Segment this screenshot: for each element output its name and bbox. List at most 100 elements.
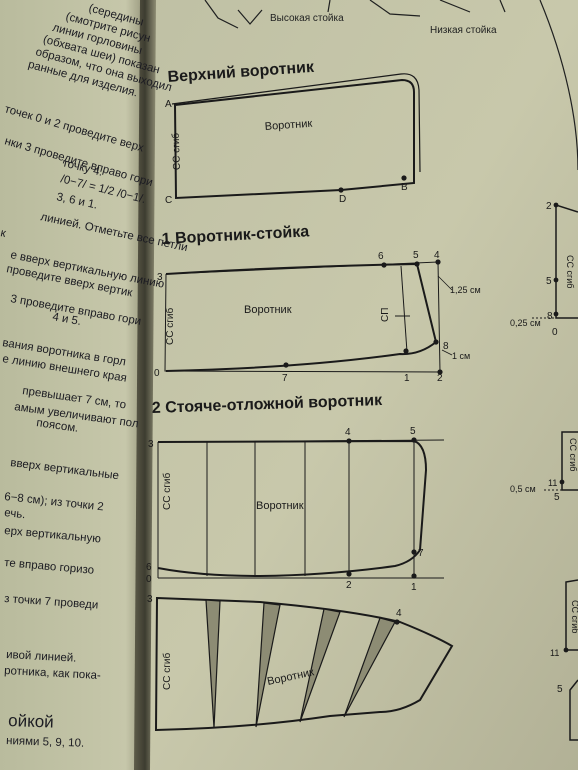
- right-edge-label: СС сгиб: [570, 600, 578, 633]
- left-line: ниями 5, 9, 10.: [6, 735, 84, 750]
- left-line: ротника, как пока-: [4, 665, 101, 682]
- turndown-label-2: 2: [346, 580, 352, 591]
- right-edge-label: 8: [547, 311, 553, 322]
- stand-point-2: [437, 369, 443, 375]
- spread-collar-pattern: [154, 596, 454, 732]
- right-edge-label: 0,25 см: [510, 318, 541, 328]
- right-edge-label: 11: [550, 648, 559, 658]
- spread-point-4: [394, 619, 400, 625]
- left-line: к: [0, 227, 8, 240]
- left-line: ойкой: [8, 711, 54, 732]
- upper-collar-outline: [173, 78, 415, 200]
- turndown-point-1: [411, 573, 417, 579]
- spread-gap: [205, 599, 221, 729]
- stand-label-1: 1: [404, 373, 410, 384]
- gutter-shadow: [134, 0, 156, 770]
- stand-point-5: [414, 261, 420, 267]
- point-b: [401, 175, 407, 181]
- right-edge-pattern-3: [565, 579, 578, 651]
- right-edge-point: [563, 647, 569, 653]
- turndown-collar-label: Воротник: [256, 500, 304, 512]
- upper-collar-pattern: [171, 73, 421, 200]
- high-stand-label: Высокая стойка: [270, 13, 344, 24]
- left-page: [0, 0, 148, 770]
- turndown-label-5: 5: [410, 426, 416, 437]
- turndown-point-7: [411, 549, 417, 555]
- point-c-label: C: [165, 195, 172, 206]
- top-collar-sketches: [204, 0, 578, 171]
- turndown-label-0: 0: [146, 574, 152, 585]
- upper-collar-fold: СС сгиб: [170, 132, 183, 170]
- stand-label-2: 2: [437, 373, 443, 384]
- turndown-label-3: 3: [148, 439, 154, 450]
- spread-collar-fold: СС сгиб: [161, 653, 173, 690]
- point-b-label: B: [401, 182, 408, 193]
- spread-label-3: 3: [147, 594, 153, 605]
- point-d-label: D: [339, 194, 346, 205]
- turndown-grid: [206, 441, 350, 576]
- right-edge-label: 5: [554, 492, 560, 503]
- stand-collar-outline: [165, 262, 438, 372]
- right-edge-label: СС сгиб: [565, 255, 575, 288]
- left-line: 4 и 5.: [51, 311, 81, 328]
- spread-gap: [255, 602, 281, 728]
- spread-gap: [343, 617, 396, 718]
- turndown-collar-fold: СС сгиб: [161, 473, 173, 510]
- stand-point-4: [435, 259, 441, 265]
- right-edge-pattern-4: [569, 679, 578, 741]
- low-stand-sketch: [369, 0, 506, 17]
- stand-label-6: 6: [378, 251, 384, 262]
- right-edge-label: 5: [546, 276, 552, 287]
- right-edge-point: [553, 202, 559, 208]
- stand-label-8: 8: [443, 341, 449, 352]
- turndown-label-1: 1: [411, 582, 417, 593]
- right-edge-label: СС сгиб: [568, 438, 578, 471]
- right-edge-label: 2: [546, 201, 552, 212]
- upper-collar-label: Воротник: [264, 118, 312, 133]
- right-edge-point: [559, 479, 565, 485]
- stand-label-0: 0: [154, 368, 160, 379]
- turndown-label-7: 7: [418, 548, 424, 559]
- right-edge-point: [553, 277, 559, 283]
- stand-point-7: [283, 362, 289, 368]
- right-edge-point: [553, 311, 559, 317]
- right-edge-pattern-1: [555, 203, 578, 319]
- spread-collar-outline: [154, 596, 454, 732]
- turndown-collar-pattern: [157, 439, 445, 579]
- stand-label-3: 3: [157, 272, 163, 283]
- page-edge-curve: [539, 0, 578, 171]
- turndown-point-5: [411, 437, 417, 443]
- right-edge-label: 0: [552, 327, 558, 338]
- stand-note-1: 1 см: [452, 351, 470, 361]
- right-edge-label: 5: [557, 684, 563, 695]
- left-line: ивой линией.: [6, 649, 77, 665]
- turndown-point-4: [346, 438, 352, 444]
- right-edge-diagrams: [532, 203, 578, 741]
- point-d: [338, 187, 344, 193]
- turndown-label-4: 4: [345, 427, 351, 438]
- left-line: ечь.: [4, 507, 26, 521]
- stand-collar-label: Воротник: [244, 304, 292, 316]
- spread-label-4: 4: [396, 608, 402, 619]
- stand-label-4: 4: [434, 250, 440, 261]
- spread-gap: [299, 608, 341, 723]
- right-edge-label: 11: [548, 478, 557, 488]
- stand-point-6: [381, 262, 387, 268]
- spread-collar-gaps: [205, 599, 396, 729]
- stand-collar-sp-line: [400, 265, 408, 353]
- stand-collar-125-leader: [437, 275, 453, 291]
- left-line: поясом.: [36, 417, 79, 435]
- stand-collar-1-leader: [441, 349, 453, 356]
- turndown-label-6: 6: [146, 562, 152, 573]
- low-stand-label: Низкая стойка: [430, 25, 497, 36]
- turndown-outline: [157, 439, 428, 578]
- stand-label-7: 7: [282, 373, 288, 384]
- high-stand-sketch: [204, 0, 331, 29]
- stand-note-125: 1,25 см: [450, 285, 481, 295]
- turndown-point-2: [346, 571, 352, 577]
- right-page: [125, 0, 578, 770]
- stand-collar-fold: СС сгиб: [164, 308, 176, 345]
- stand-point-1: [403, 348, 409, 354]
- stand-label-5: 5: [413, 250, 419, 261]
